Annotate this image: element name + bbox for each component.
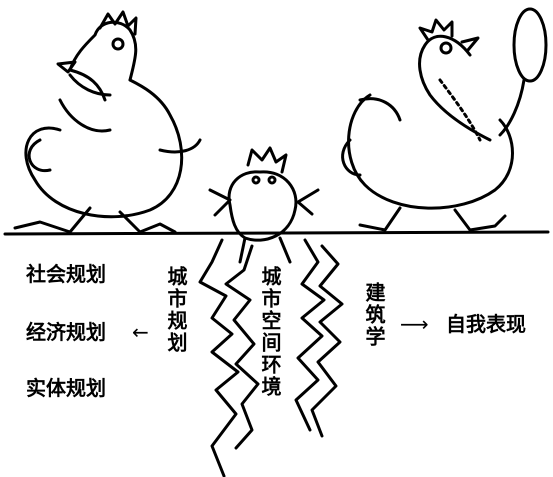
right-arrow-icon: ⟶: [400, 312, 429, 336]
physical-planning-label: 实体规划: [26, 376, 106, 400]
crack-right-b: [310, 244, 344, 438]
crack-middle: [224, 244, 260, 450]
crack-left: [198, 238, 240, 477]
urban-space-environment-label: 城市空间环境: [258, 266, 282, 398]
left-rooster-drawing: [13, 10, 202, 234]
right-hen-drawing: [341, 7, 548, 232]
self-expression-label: 自我表现: [446, 312, 526, 336]
economic-planning-label: 经济规划: [26, 320, 106, 344]
architecture-label: 建筑学: [362, 282, 386, 348]
ground-line: [3, 230, 550, 236]
crack-right-a: [294, 238, 326, 432]
left-arrow-icon: ←: [132, 320, 149, 344]
social-planning-label: 社会规划: [26, 262, 106, 286]
chick-drawing: [208, 146, 320, 264]
city-planning-label: 城市规划: [164, 266, 188, 354]
